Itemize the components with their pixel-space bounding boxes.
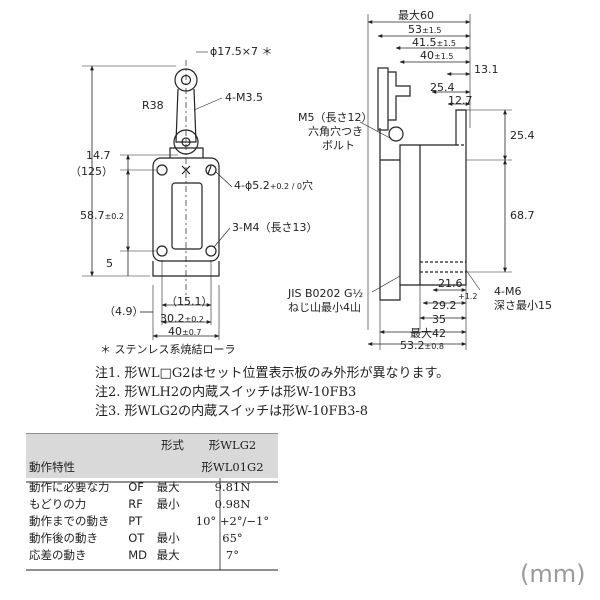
side-roller xyxy=(377,67,389,131)
dim-68-7: 68.7 xyxy=(510,209,535,222)
dim-35: 35 xyxy=(432,313,446,326)
model1-header: 形WLG2 xyxy=(186,434,278,456)
screw-label: 4-M3.5 xyxy=(225,91,263,104)
dim-25-4a: 25.4 xyxy=(430,81,455,94)
note-2: 注2. 形WLH2の内蔵スイッチは形W-10FB3 xyxy=(95,385,357,400)
unit-label: (mm) xyxy=(520,560,586,588)
dim-21-6: 21.6 xyxy=(438,277,463,290)
dim-12-7: 12.7 xyxy=(448,94,473,107)
mount-screw-label: 3-M4（長さ13） xyxy=(232,221,318,234)
dim-40: 40±0.7 xyxy=(168,325,202,338)
dim-53: 53±1.5 xyxy=(408,23,442,36)
model2-header: 形WL01G2 xyxy=(186,456,278,478)
bolt-label-3: ボルト xyxy=(322,139,355,152)
table-row: 動作までの動き PT 10° +2°/−1° xyxy=(29,513,270,528)
table-row: もどりの力 RF 最小 0.98N xyxy=(29,496,251,511)
bolt-label-2: 六角穴つき xyxy=(308,125,363,138)
col-type-header: 形式 xyxy=(153,434,187,456)
jis-label-1: JIS B0202 G½ xyxy=(288,287,364,300)
side-body xyxy=(379,109,467,301)
m6-label-2: 深さ最小15 xyxy=(494,299,552,312)
dim-25-4b: 25.4 xyxy=(510,129,535,142)
spec-table: 形式 形WLG2 動作特性 形WL01G2 動作に必要な力 OF 最大 9.81… xyxy=(26,434,278,563)
dim-53-2: 53.2±0.8 xyxy=(400,339,444,352)
bolt-label-1: M5（長さ12） xyxy=(298,111,373,124)
dim-30-2: 30.2±0.2 xyxy=(160,312,204,325)
table-row: 動作後の動き OT 最小 65° xyxy=(29,530,243,545)
dim-13-1: 13.1 xyxy=(474,63,499,76)
roller-note: ＊ ステンレス系焼結ローラ xyxy=(100,343,236,356)
dim-58-7: 58.7±0.2 xyxy=(80,209,124,222)
note-3: 注3. 形WLG2の内蔵スイッチは形W-10FB3-8 xyxy=(95,404,369,419)
table-row: 応差の動き MD 最大 7° xyxy=(29,547,239,562)
lever-shape xyxy=(175,88,197,143)
radius-label: R38 xyxy=(142,99,164,112)
hole-label: 4-ϕ5.2+0.2 / 0穴 xyxy=(234,179,314,192)
dim-29-2: 29.2 xyxy=(432,299,457,312)
dim-5: 5 xyxy=(106,257,113,270)
dim-15-1: （15.1） xyxy=(166,295,213,308)
dim-max60: 最大60 xyxy=(398,9,434,22)
row-header: 動作特性 xyxy=(26,456,187,478)
jis-label-2: ねじ山最小4山 xyxy=(288,301,361,314)
dim-4-9: （4.9） xyxy=(104,305,144,318)
dim-41-5: 41.5±1.5 xyxy=(412,36,456,49)
m6-label-1: 4-M6 xyxy=(494,285,522,298)
dim-max42: 最大42 xyxy=(410,327,446,340)
roller-dia-label: ϕ17.5×7 ＊ xyxy=(210,45,273,58)
notes-block: 注1. 形WL□G2はセット位置表示板のみ外形が異なります。 注2. 形WLH2… xyxy=(95,364,449,421)
dim-40-side: 40±1.5 xyxy=(420,49,454,62)
dim-125: （125） xyxy=(70,165,113,178)
dim-21-6-tol: +1.2 xyxy=(458,292,478,301)
dim-14-7: 14.7 xyxy=(86,149,111,162)
note-1: 注1. 形WL□G2はセット位置表示板のみ外形が異なります。 xyxy=(95,366,450,381)
table-row: 動作に必要な力 OF 最大 9.81N xyxy=(29,479,251,494)
